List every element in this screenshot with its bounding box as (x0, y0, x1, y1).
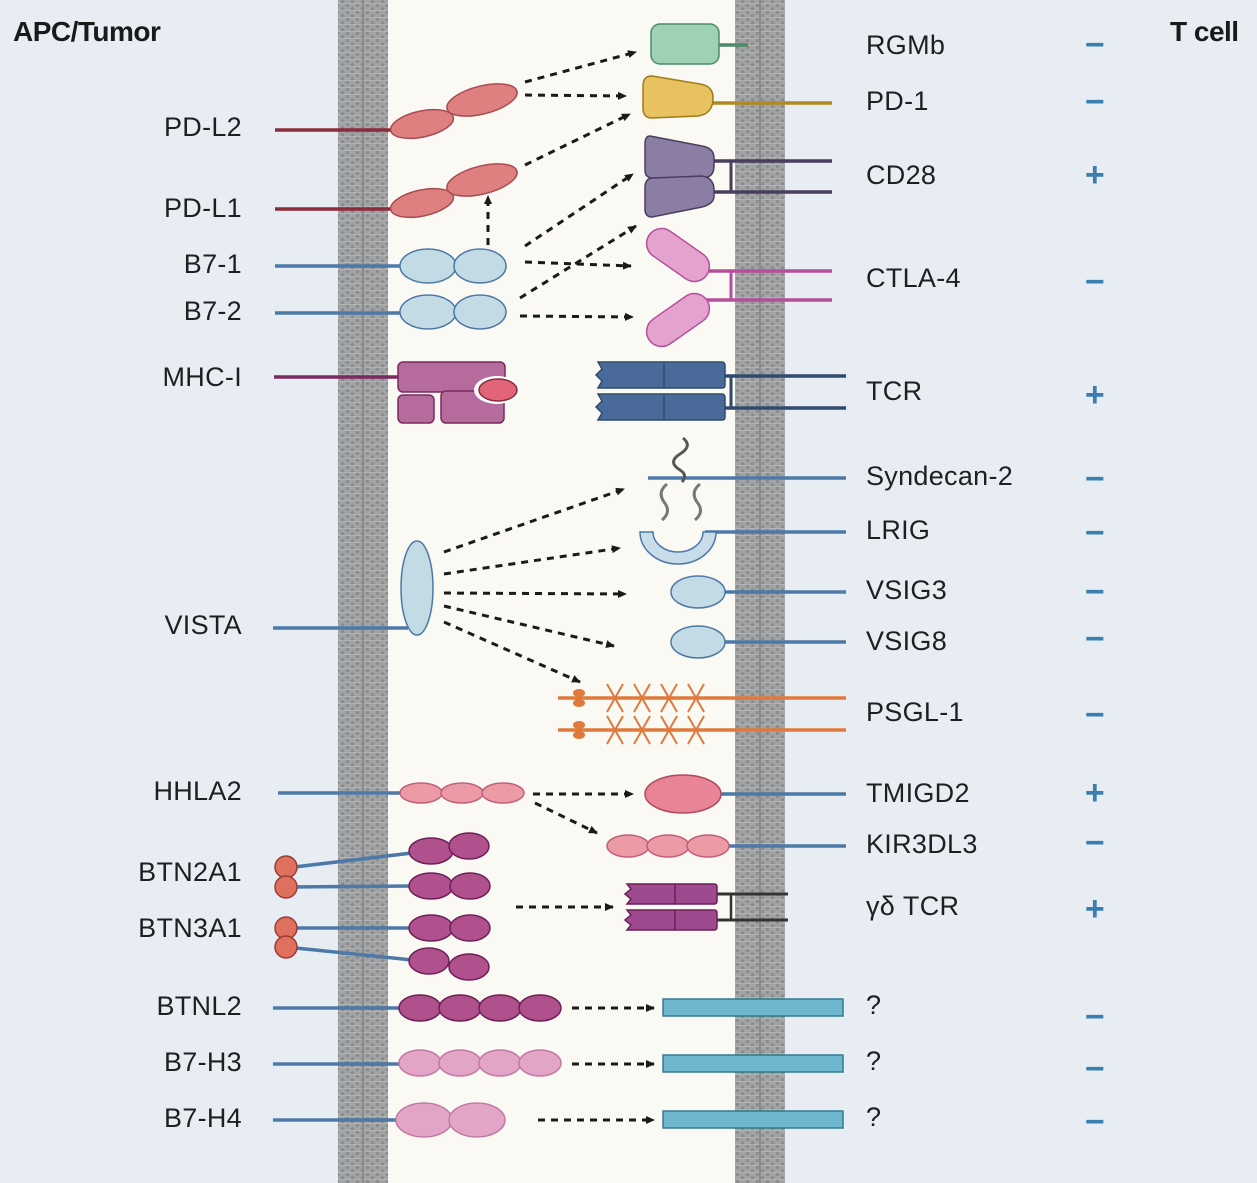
arrow-vista-psgl-1 (443, 620, 581, 684)
receptor-label-cd28: CD28 (866, 160, 937, 190)
arrow-vista-lrig (443, 545, 621, 576)
receptor-label-unknown-3: ? (866, 1102, 882, 1132)
b7-1-protein (275, 248, 507, 284)
ligand-label-b7-h3: B7-H3 (163, 1047, 242, 1077)
vsig8-receptor (670, 625, 846, 659)
sign-rgmb: − (1084, 26, 1106, 64)
ligand-label-mhc-i: MHC-I (162, 362, 242, 392)
tcr-receptor (594, 361, 846, 421)
receptor-label-unknown-1: ? (866, 990, 882, 1020)
hhla2-protein (278, 782, 525, 804)
arrow-b7-2-ctla-4 (519, 312, 634, 321)
unknown-receptor-b7-h3 (662, 1054, 844, 1073)
sign-vsig8: − (1084, 620, 1106, 658)
b7-2-protein (275, 294, 507, 330)
receptor-label-kir3dl3: KIR3DL3 (866, 829, 978, 859)
receptor-label-tcr: TCR (866, 376, 923, 406)
arrow-b7-1-ctla-4 (524, 260, 632, 270)
receptor-label-psgl-1: PSGL-1 (866, 697, 964, 727)
ligand-label-hhla2: HHLA2 (153, 776, 242, 806)
b7-h4-protein (273, 1102, 506, 1138)
pd-l2-protein (275, 83, 518, 140)
btnl2-protein (273, 994, 562, 1022)
sign-gamma-delta-tcr: + (1084, 890, 1106, 928)
sign-unknown-1: − (1084, 998, 1106, 1036)
mhc-i-protein (274, 361, 520, 424)
ligand-label-btn2a1: BTN2A1 (138, 857, 242, 887)
arrow-pd-l1-pd-1 (524, 112, 631, 167)
pd-1-receptor (642, 75, 832, 119)
ligand-label-btn3a1: BTN3A1 (138, 913, 242, 943)
sign-kir3dl3: − (1084, 824, 1106, 862)
receptor-label-pd-1: PD-1 (866, 86, 929, 116)
arrow-b7-2-cd28 (519, 224, 637, 300)
cd28-receptor (644, 135, 832, 218)
arrow-pd-l2-pd-1 (524, 91, 627, 100)
pd-l1-protein (275, 163, 518, 219)
receptor-label-tmigd2: TMIGD2 (866, 778, 970, 808)
psgl-1-receptor (558, 683, 846, 745)
sign-ctla-4: − (1084, 263, 1106, 301)
sign-unknown-2: − (1084, 1050, 1106, 1088)
sign-tmigd2: + (1084, 774, 1106, 812)
rgmb-receptor (650, 23, 748, 65)
arrow-hhla2-kir3dl3 (534, 801, 598, 835)
receptor-label-vsig8: VSIG8 (866, 626, 948, 656)
receptor-label-gamma-delta-tcr: γδ TCR (866, 891, 960, 921)
receptor-label-lrig: LRIG (866, 515, 931, 545)
sign-vsig3: − (1084, 573, 1106, 611)
lrig-receptor (639, 530, 846, 565)
receptor-label-rgmb: RGMb (866, 30, 946, 60)
receptor-label-unknown-2: ? (866, 1046, 882, 1076)
ligand-label-b7-2: B7-2 (183, 296, 242, 326)
sign-tcr: + (1084, 376, 1106, 414)
vsig3-receptor (670, 575, 846, 609)
arrow-vista-vsig3 (443, 589, 627, 598)
ligand-label-pd-l1: PD-L1 (163, 193, 242, 223)
apc-membrane (338, 0, 388, 1183)
sign-psgl-1: − (1084, 696, 1106, 734)
btn2a1-protein (274, 832, 491, 900)
gamma-delta-tcr-receptor (623, 883, 788, 931)
vista-protein (273, 540, 434, 636)
interaction-arrows (443, 50, 655, 1124)
tmigd2-receptor (644, 774, 846, 814)
sign-pd-1: − (1084, 83, 1106, 121)
b7-h3-protein (273, 1049, 562, 1077)
arrow-vista-syndecan-2 (443, 487, 625, 554)
ligand-label-b7-1: B7-1 (183, 249, 242, 279)
sign-lrig: − (1084, 514, 1106, 552)
unknown-receptor-b7-h4 (662, 1110, 844, 1129)
ligand-label-vista: VISTA (164, 610, 242, 640)
sign-syndecan-2: − (1084, 460, 1106, 498)
ligand-label-b7-h4: B7-H4 (163, 1103, 242, 1133)
ctla-4-receptor (645, 227, 832, 348)
syndecan-2-receptor (648, 436, 846, 522)
receptor-label-syndecan-2: Syndecan-2 (866, 461, 1014, 491)
arrow-b7-1-cd28 (524, 172, 634, 248)
receptor-label-ctla-4: CTLA-4 (866, 263, 961, 293)
btn3a1-protein (274, 914, 491, 981)
t-cell-header: T cell (1170, 16, 1239, 47)
arrow-vista-vsig8 (443, 604, 615, 649)
sign-cd28: + (1084, 156, 1106, 194)
apc-tumor-header: APC/Tumor (13, 16, 161, 47)
kir3dl3-receptor (606, 834, 846, 858)
receptor-label-vsig3: VSIG3 (866, 575, 948, 605)
unknown-receptor-btnl2 (662, 998, 844, 1017)
ligand-label-pd-l2: PD-L2 (163, 112, 242, 142)
arrow-pd-l2-rgmb (524, 50, 637, 84)
ligand-label-btnl2: BTNL2 (156, 991, 242, 1021)
sign-unknown-3: − (1084, 1103, 1106, 1141)
